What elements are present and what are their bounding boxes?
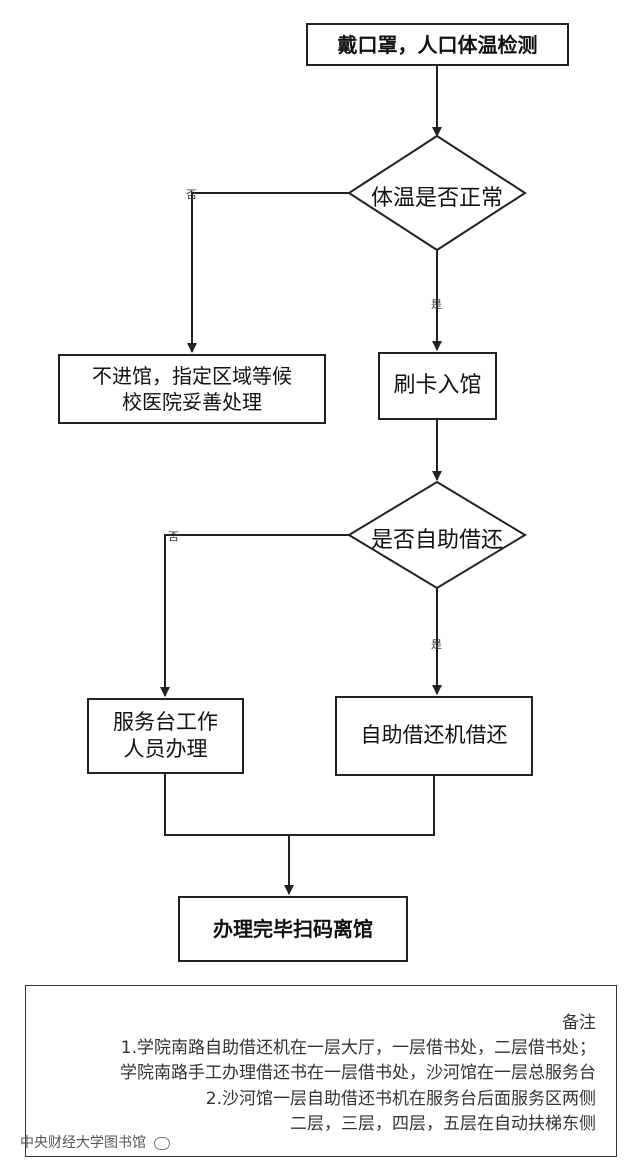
watermark-text: 中央财经大学图书馆: [20, 1135, 146, 1151]
edge-self-no: [160, 534, 349, 697]
notes-line-3: 2.沙河馆一层自助借还书机在服务台后面服务区两侧: [205, 1089, 596, 1109]
enter-label: 刷卡入馆: [393, 372, 482, 398]
wechat-icon: [154, 1136, 171, 1150]
enter-box: 刷卡入馆: [378, 352, 497, 420]
edge-counter-merge: [164, 774, 289, 836]
edge-label-temp-no: 否: [186, 188, 197, 201]
decision-temp-shape: [347, 134, 527, 252]
notes-line-1: 1.学院南路自助借还机在一层大厅，一层借书处，二层借书处；: [120, 1038, 596, 1058]
edge-label-self-yes: 是: [431, 638, 442, 651]
decision-temp-label: 体温是否正常: [370, 186, 503, 211]
edge-label-self-no: 否: [168, 530, 179, 543]
watermark: 中央财经大学图书馆: [20, 1132, 171, 1152]
notes-title: 备注: [562, 1013, 596, 1033]
reject-label-line1: 不进馆，指定区域等候: [92, 364, 292, 388]
notes-box: 备注 1.学院南路自助借还机在一层大厅，一层借书处，二层借书处； 学院南路手工办…: [25, 985, 617, 1157]
edge-label-temp-yes: 是: [431, 298, 442, 311]
end-box: 办理完毕扫码离馆: [178, 896, 408, 962]
reject-label-line2: 校医院妥善处理: [122, 390, 262, 414]
edge-temp-no: [187, 192, 349, 353]
notes-line-4: 二层，三层，四层，五层在自动扶梯东侧: [290, 1114, 596, 1134]
counter-label-line2: 人员办理: [123, 737, 208, 761]
edge-machine-merge: [289, 776, 435, 836]
counter-box: 服务台工作 人员办理: [87, 698, 244, 774]
self-machine-box: 自助借还机借还: [335, 696, 533, 776]
start-box: 戴口罩，人口体温检测: [306, 23, 569, 66]
decision-self-shape: [347, 480, 527, 590]
decision-self-label: 是否自助借还: [370, 528, 503, 553]
reject-box: 不进馆，指定区域等候 校医院妥善处理: [58, 354, 326, 424]
counter-label-line1: 服务台工作: [113, 709, 218, 734]
self-machine-label: 自助借还机借还: [360, 723, 508, 748]
start-label: 戴口罩，人口体温检测: [337, 32, 538, 57]
end-label: 办理完毕扫码离馆: [213, 917, 373, 941]
notes-line-2: 学院南路手工办理借还书在一层借书处，沙河馆在一层总服务台: [120, 1063, 596, 1083]
